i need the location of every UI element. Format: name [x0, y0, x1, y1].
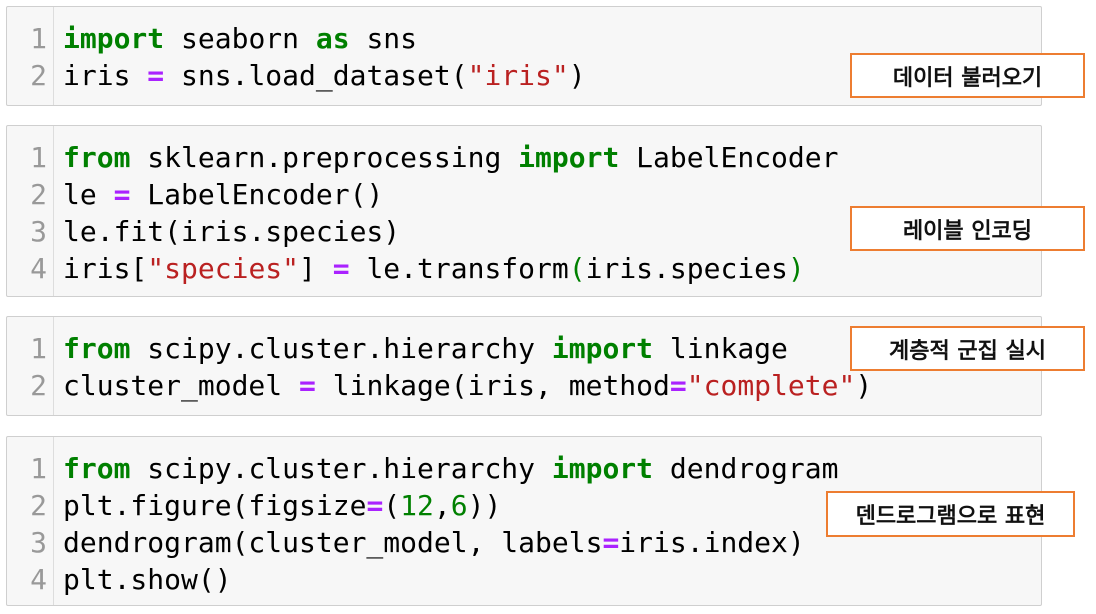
token-plain: linkage	[653, 332, 788, 365]
token-num: 6	[450, 489, 468, 522]
token-plain: scipy.cluster.hierarchy	[130, 332, 552, 365]
token-num: 12	[400, 489, 434, 522]
code-text: plt.show()	[63, 561, 232, 598]
token-match: (	[568, 252, 586, 285]
annotation-load-data: 데이터 불러오기	[850, 53, 1085, 98]
token-plain: sns	[349, 22, 418, 55]
code-line[interactable]: 3 le.fit(iris.species)	[7, 213, 838, 250]
code-text: dendrogram(cluster_model, labels=iris.in…	[63, 524, 805, 561]
code-text: from scipy.cluster.hierarchy import dend…	[63, 450, 838, 487]
token-plain: plt.show()	[63, 563, 232, 596]
token-plain: )	[568, 59, 586, 92]
token-kw: from	[63, 452, 131, 485]
code-text: from sklearn.preprocessing import LabelE…	[63, 139, 838, 176]
token-str: "species"	[147, 252, 300, 285]
code-line[interactable]: 2 iris = sns.load_dataset("iris")	[7, 57, 586, 94]
code-text: iris = sns.load_dataset("iris")	[63, 57, 586, 94]
code-line[interactable]: 4 plt.show()	[7, 561, 838, 598]
line-number: 3	[30, 215, 47, 248]
token-op: =	[602, 526, 620, 559]
token-op: =	[299, 369, 316, 402]
annotation-label-encoding: 레이블 인코딩	[850, 206, 1085, 251]
token-plain: LabelEncoder	[619, 141, 839, 174]
code-line[interactable]: 1 from scipy.cluster.hierarchy import den…	[7, 450, 838, 487]
code-text: le = LabelEncoder()	[63, 176, 383, 213]
token-kw: import	[518, 141, 620, 174]
token-kw: import	[63, 22, 165, 55]
line-number: 4	[30, 252, 47, 285]
token-match: )	[787, 252, 805, 285]
line-number: 3	[30, 526, 47, 559]
line-gutter	[7, 317, 54, 415]
token-str: "complete"	[686, 369, 856, 402]
token-plain: iris	[63, 59, 148, 92]
token-op: =	[366, 489, 384, 522]
token-kw: from	[63, 332, 131, 365]
code-lines: 1 from scipy.cluster.hierarchy import den…	[7, 450, 838, 598]
token-op: =	[147, 59, 165, 92]
line-number: 1	[30, 22, 47, 55]
code-lines: 1 import seaborn as sns 2 iris = sns.load_d…	[7, 20, 586, 94]
token-kw: import	[551, 452, 654, 485]
code-line[interactable]: 1 from sklearn.preprocessing import Label…	[7, 139, 838, 176]
token-kw: import	[551, 332, 654, 365]
token-plain: dendrogram	[653, 452, 839, 485]
code-line[interactable]: 2 le = LabelEncoder()	[7, 176, 838, 213]
code-text: import seaborn as sns	[63, 20, 417, 57]
token-str: "iris"	[467, 59, 569, 92]
line-number: 4	[30, 563, 47, 596]
code-text: plt.figure(figsize=(12,6))	[63, 487, 501, 524]
token-plain: le.fit(iris.species)	[63, 215, 401, 248]
token-plain: ]	[299, 252, 333, 285]
token-plain: dendrogram(cluster_model, labels	[63, 526, 603, 559]
token-plain: seaborn	[164, 22, 316, 55]
code-lines: 1 from scipy.cluster.hierarchy import lin…	[7, 330, 872, 404]
line-number: 2	[30, 489, 47, 522]
annotation-dendrogram: 덴드로그램으로 표현	[826, 491, 1075, 537]
token-plain: le.transform	[349, 252, 569, 285]
token-plain: scipy.cluster.hierarchy	[130, 452, 552, 485]
line-gutter	[7, 7, 54, 105]
token-plain: (	[383, 489, 401, 522]
token-plain: ,	[433, 489, 451, 522]
code-line[interactable]: 3 dendrogram(cluster_model, labels=iris.i…	[7, 524, 838, 561]
token-plain: linkage(iris, method	[315, 369, 670, 402]
token-plain: sklearn.preprocessing	[130, 141, 519, 174]
token-kw: from	[63, 141, 131, 174]
token-op: =	[332, 252, 350, 285]
line-number: 1	[30, 452, 47, 485]
line-gutter	[7, 437, 54, 605]
line-number: 2	[30, 178, 47, 211]
line-number: 2	[30, 369, 47, 402]
code-line[interactable]: 2 plt.figure(figsize=(12,6))	[7, 487, 838, 524]
token-op: =	[669, 369, 687, 402]
cell-4[interactable]: 1 from scipy.cluster.hierarchy import den…	[6, 436, 1042, 606]
code-text: le.fit(iris.species)	[63, 213, 400, 250]
line-gutter	[7, 126, 54, 296]
token-plain: LabelEncoder()	[130, 178, 384, 211]
token-op: =	[113, 178, 131, 211]
code-line[interactable]: 1 import seaborn as sns	[7, 20, 586, 57]
token-plain: cluster_model	[63, 369, 300, 402]
token-plain: le	[63, 178, 114, 211]
code-text: from scipy.cluster.hierarchy import link…	[63, 330, 788, 367]
token-plain: plt.figure(figsize	[63, 489, 367, 522]
token-plain: iris.index)	[619, 526, 805, 559]
token-plain: iris.species	[585, 252, 788, 285]
code-line[interactable]: 1 from scipy.cluster.hierarchy import lin…	[7, 330, 872, 367]
token-plain: iris[	[63, 252, 148, 285]
token-kw: as	[315, 22, 350, 55]
code-lines: 1 from sklearn.preprocessing import Label…	[7, 139, 838, 287]
annotation-hierarchical-clustering: 계층적 군집 실시	[850, 326, 1085, 371]
line-number: 2	[30, 59, 47, 92]
line-number: 1	[30, 332, 47, 365]
code-text: cluster_model = linkage(iris, method="co…	[63, 367, 872, 404]
token-plain: )	[855, 369, 873, 402]
code-line[interactable]: 4 iris["species"] = le.transform(iris.spe…	[7, 250, 838, 287]
code-text: iris["species"] = le.transform(iris.spec…	[63, 250, 805, 287]
token-plain: sns.load_dataset(	[164, 59, 468, 92]
line-number: 1	[30, 141, 47, 174]
token-plain: ))	[467, 489, 502, 522]
